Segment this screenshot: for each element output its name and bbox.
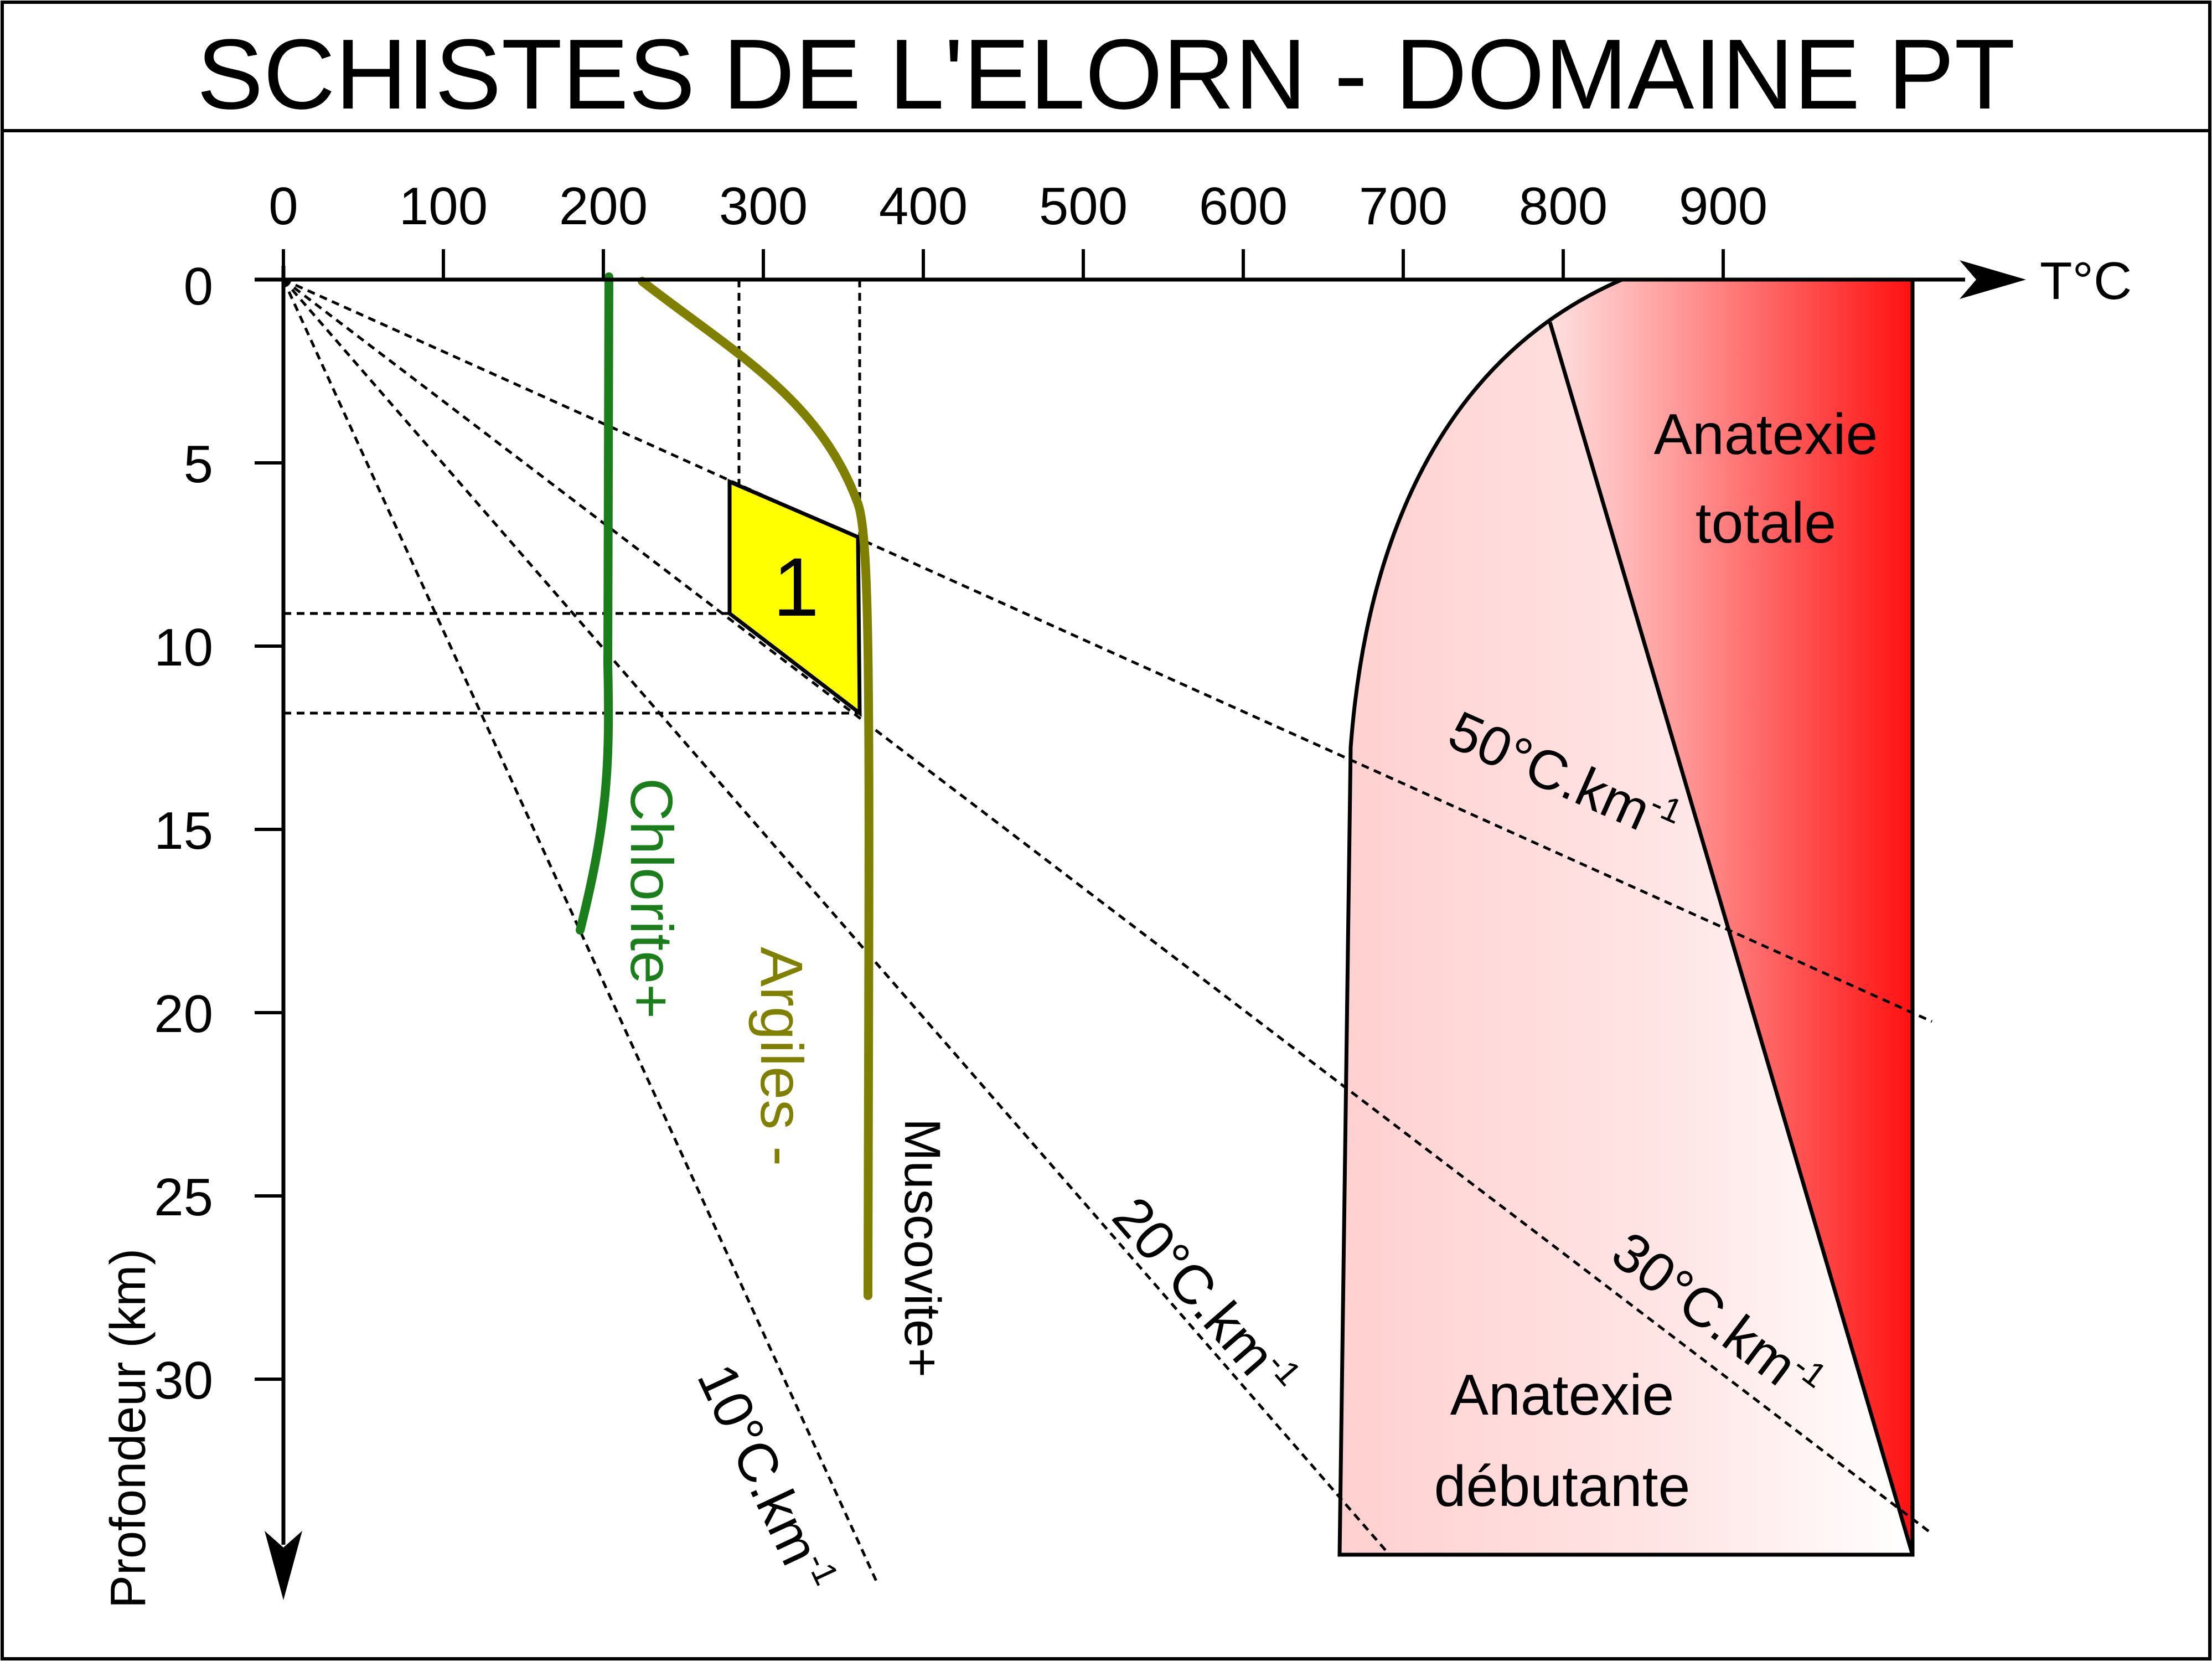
y-tick-label: 25 [154, 1168, 213, 1227]
anatexie-outline [1337, 277, 1915, 1557]
x-axis-label: T°C [2040, 251, 2132, 311]
anatexie-debutante-label-1: Anatexie [1450, 1363, 1674, 1427]
x-tick-label: 900 [1679, 177, 1767, 236]
gradient-50-line [282, 278, 1933, 1023]
y-tick-label: 30 [154, 1351, 213, 1410]
y-tick-label: 0 [184, 257, 213, 316]
x-axis-ticks: 0 100 200 300 400 500 600 700 800 900 [268, 177, 1767, 280]
anatexie-totale-region [1550, 280, 1913, 1555]
x-tick-label: 100 [399, 177, 488, 236]
x-tick-label: 600 [1199, 177, 1288, 236]
gradient-10-base: 10°C.km [685, 1355, 831, 1574]
anatexie-debutante-region [1340, 322, 1913, 1556]
gradient-10-label: 10°C.km-1 [685, 1354, 846, 1602]
gradient-20-line [282, 278, 1391, 1556]
page-title: SCHISTES DE L'ELORN - DOMAINE PT [197, 19, 2015, 130]
argiles-curve [638, 277, 874, 1300]
anatexie-boundary-line [1548, 322, 1915, 1555]
x-axis-arrow [1960, 260, 2026, 299]
geothermal-gradients [282, 278, 1933, 1585]
x-tick-label: 400 [879, 177, 968, 236]
y-tick-label: 5 [184, 435, 213, 494]
anatexie-totale-label-2: totale [1696, 491, 1836, 555]
gradient-20-base: 20°C.km [1100, 1185, 1287, 1387]
muscovite-label: Muscovite+ [894, 1118, 950, 1378]
y-axis: Profondeur (km) 0 5 10 15 20 25 30 [101, 257, 302, 1608]
x-tick-label: 200 [559, 177, 648, 236]
anatexie-debutante-label-2: débutante [1434, 1454, 1691, 1519]
anatexie-totale-label-1: Anatexie [1654, 403, 1878, 467]
gradient-20-label: 20°C.km-1 [1100, 1184, 1308, 1410]
zone-1-polygon [727, 478, 862, 718]
y-tick-label: 15 [154, 801, 213, 860]
x-tick-label: 800 [1519, 177, 1608, 236]
chlorite-label: Chlorite+ [618, 778, 685, 1019]
x-tick-label: 300 [719, 177, 808, 236]
x-tick-label: 700 [1359, 177, 1448, 236]
y-axis-arrow [265, 1531, 302, 1600]
x-axis: T°C 0 100 200 300 400 500 600 700 800 900 [255, 177, 2132, 311]
y-tick-label: 10 [154, 618, 213, 677]
y-tick-label: 20 [154, 984, 213, 1044]
zone-1-label: 1 [773, 540, 819, 633]
x-tick-label: 0 [268, 177, 298, 236]
chlorite-curve [576, 272, 613, 935]
argiles-label: Argiles - [748, 947, 815, 1166]
x-tick-label: 500 [1039, 177, 1128, 236]
y-axis-ticks: 0 5 10 15 20 25 30 [154, 257, 283, 1410]
y-axis-label: Profondeur (km) [101, 1249, 156, 1608]
